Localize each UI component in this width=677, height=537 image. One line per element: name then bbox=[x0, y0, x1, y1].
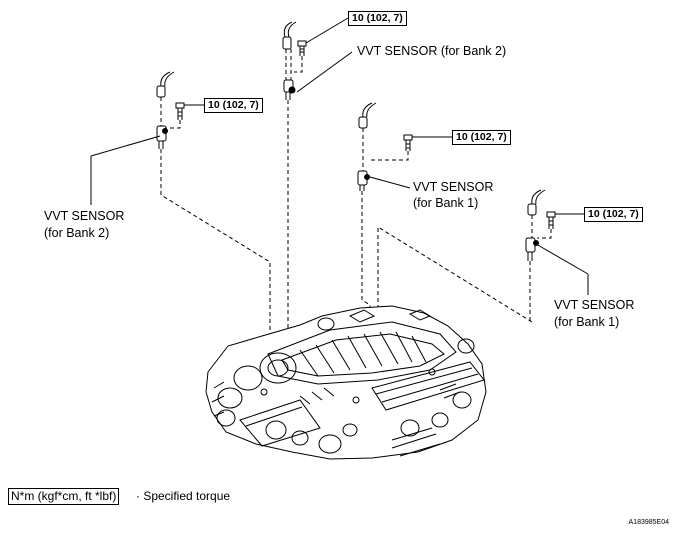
engine-drawing bbox=[205, 305, 487, 460]
torque-callout-top: 10 (102, 7) bbox=[348, 11, 407, 26]
sensor-bank2-left bbox=[156, 71, 204, 149]
label-vvt-sensor-bank2-top: VVT SENSOR (for Bank 2) bbox=[357, 44, 507, 58]
label-line2: (for Bank 2) bbox=[44, 226, 110, 240]
torque-callout-right: 10 (102, 7) bbox=[584, 207, 643, 222]
label-line1: VVT SENSOR bbox=[44, 209, 125, 223]
sensor-bank1-right bbox=[525, 189, 584, 261]
torque-callout-mid: 10 (102, 7) bbox=[452, 130, 511, 145]
sensor-bank2-top bbox=[282, 17, 349, 100]
torque-callout-left: 10 (102, 7) bbox=[204, 98, 263, 113]
label-vvt-sensor-bank1-right: VVT SENSOR (for Bank 1) bbox=[554, 298, 634, 330]
label-line2: (for Bank 1) bbox=[413, 196, 479, 210]
figure-id: A183985E04 bbox=[628, 519, 669, 526]
legend-description: · Specified torque bbox=[136, 489, 231, 503]
label-vvt-sensor-bank1-mid: VVT SENSOR (for Bank 1) bbox=[413, 180, 493, 211]
label-line1: VVT SENSOR bbox=[554, 298, 635, 312]
label-line2: (for Bank 1) bbox=[554, 315, 620, 329]
label-line1: VVT SENSOR bbox=[413, 180, 494, 194]
label-vvt-sensor-bank2-left: VVT SENSOR (for Bank 2) bbox=[44, 209, 124, 241]
legend-unit-box: N*m (kgf*cm, ft *lbf) bbox=[8, 488, 120, 505]
